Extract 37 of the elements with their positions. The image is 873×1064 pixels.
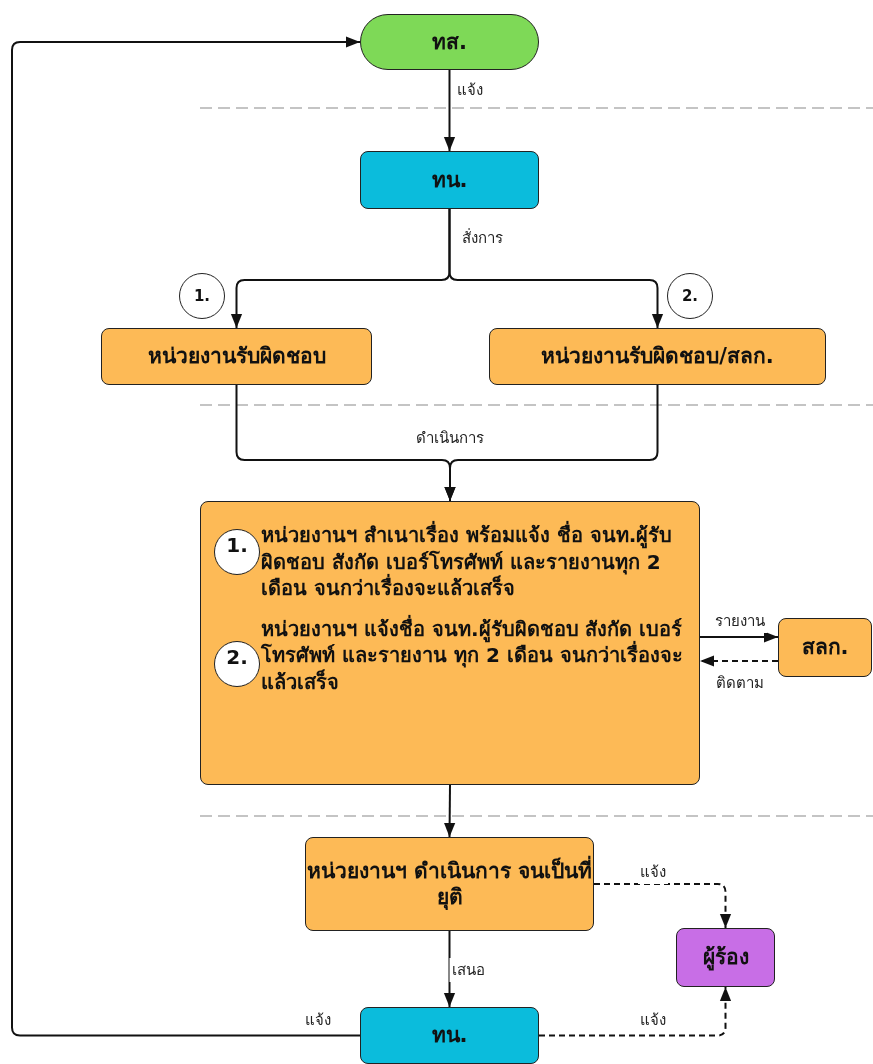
node-label: ทส.	[432, 28, 467, 56]
arrow	[699, 631, 779, 643]
step-number: 1.	[226, 531, 248, 559]
edge-label: เสนอ	[449, 958, 487, 982]
process-box	[676, 928, 775, 987]
step-number: 2.	[681, 286, 699, 306]
number-circle	[214, 641, 260, 687]
arrow	[538, 986, 732, 1037]
arrow	[593, 883, 732, 929]
step-description: หน่วยงานฯ สำเนาเรื่อง พร้อมแจ้ง ชื่อ จนท.ผู้รับผิดชอบ สังกัด เบอร์โทรศัพท์ และรายงานทุก 2 เดือน จนกว่าเรื่องจะแล้วเสร็จ	[261, 522, 674, 602]
process-box	[200, 501, 700, 785]
number-circle	[179, 273, 225, 319]
process-box	[305, 837, 594, 931]
node-label: หน่วยงานฯ ดำเนินการ จนเป็นที่ยุติ	[306, 857, 593, 911]
arrow	[11, 36, 361, 1037]
process-box	[360, 151, 539, 209]
node-label: หน่วยงานรับผิดชอบ	[147, 343, 326, 370]
process-box	[101, 328, 372, 385]
node-label: หน่วยงานรับผิดชอบ/สลก.	[541, 343, 774, 370]
arrow	[444, 784, 456, 838]
process-box	[360, 1007, 539, 1064]
step-number: 1.	[193, 286, 211, 306]
process-box	[778, 618, 872, 677]
arrow	[699, 655, 779, 667]
node-label: ทน.	[431, 1022, 468, 1049]
arrow	[444, 384, 659, 502]
terminal-node	[360, 14, 539, 70]
number-circle	[667, 273, 713, 319]
process-box	[489, 328, 826, 385]
arrow	[443, 69, 456, 152]
node-label: สลก.	[801, 634, 849, 661]
step-number: 2.	[226, 643, 248, 671]
step-description: หน่วยงานฯ แจ้งชื่อ จนท.ผู้รับผิดชอบ สังกัด เบอร์โทรศัพท์ และรายงาน ทุก 2 เดือน จนกว่าเรื่องจะแล้วเสร็จ	[261, 615, 684, 696]
arrow	[448, 208, 664, 329]
node-label: ทน.	[431, 166, 468, 194]
node-label: ผู้ร้อง	[702, 944, 749, 971]
number-circle	[214, 529, 260, 575]
